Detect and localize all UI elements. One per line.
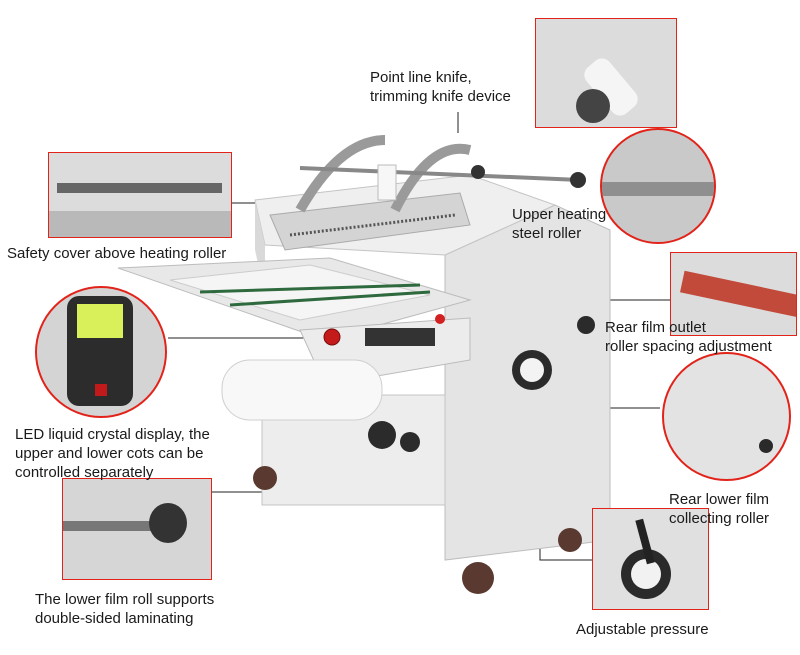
- lcd-screen: [77, 304, 123, 338]
- lower-roll-label: The lower film roll supports double-side…: [35, 591, 215, 627]
- pressure-inset-photo: [592, 508, 709, 610]
- remote-panel: [67, 296, 133, 406]
- upper-roller-circle-photo: [600, 128, 716, 244]
- pressure-label: Adjustable pressure: [576, 621, 709, 638]
- upper-roller-label: Upper heating steel roller: [512, 206, 607, 242]
- knife-label: Point line knife, trimming knife device: [370, 69, 511, 105]
- rear-lower-label: Rear lower film collecting roller: [669, 491, 770, 527]
- rear-lower-circle-photo: [662, 352, 791, 481]
- led-display-circle-photo: [35, 286, 167, 418]
- led-display-label: LED liquid crystal display, the upper an…: [15, 426, 210, 481]
- safety-cover-inset-photo: [48, 152, 232, 238]
- rear-outlet-label: Rear film outlet roller spacing adjustme…: [605, 319, 772, 355]
- rear-outlet-inset-photo: [670, 252, 797, 336]
- knife-inset-photo: [535, 18, 677, 128]
- safety-cover-label: Safety cover above heating roller: [7, 245, 227, 262]
- lower-roll-inset-photo: [62, 478, 212, 580]
